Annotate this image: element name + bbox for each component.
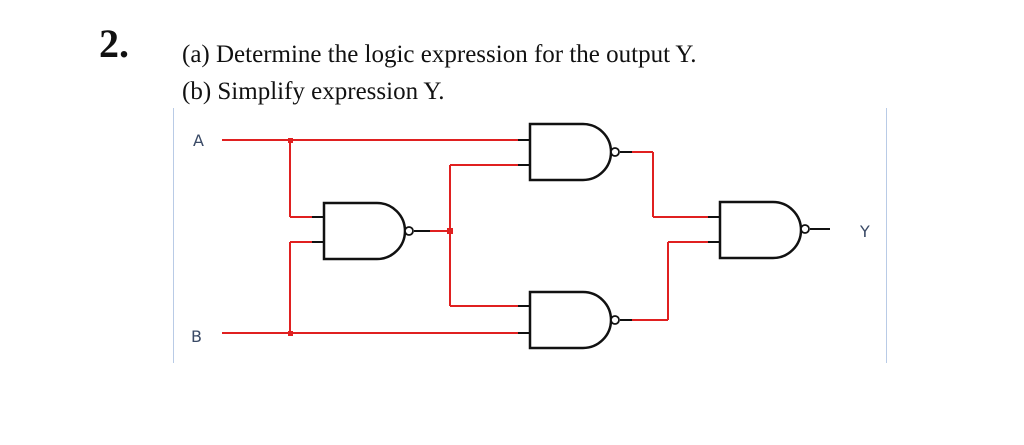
question-part-b: (b) Simplify expression Y. [182, 78, 445, 105]
nand-gate-1 [312, 201, 414, 261]
junction-b [288, 331, 293, 336]
question-part-a: (a) Determine the logic expression for t… [182, 41, 697, 68]
junction-a [288, 138, 293, 143]
question-number: 2. [99, 21, 129, 66]
frame-right-border [886, 108, 887, 363]
input-label-a: A [193, 131, 204, 150]
nand-gate-3 [518, 290, 620, 350]
output-label-y: Y [859, 222, 870, 241]
nand-gate-4 [708, 200, 810, 260]
junction-g1-out [447, 228, 453, 234]
wire-g2-out [620, 151, 720, 218]
wire-g1-out [414, 164, 530, 307]
frame-left-border [173, 108, 174, 363]
nand-gate-2 [518, 122, 620, 182]
wire-g3-out [620, 241, 720, 321]
input-label-b: B [191, 327, 202, 346]
